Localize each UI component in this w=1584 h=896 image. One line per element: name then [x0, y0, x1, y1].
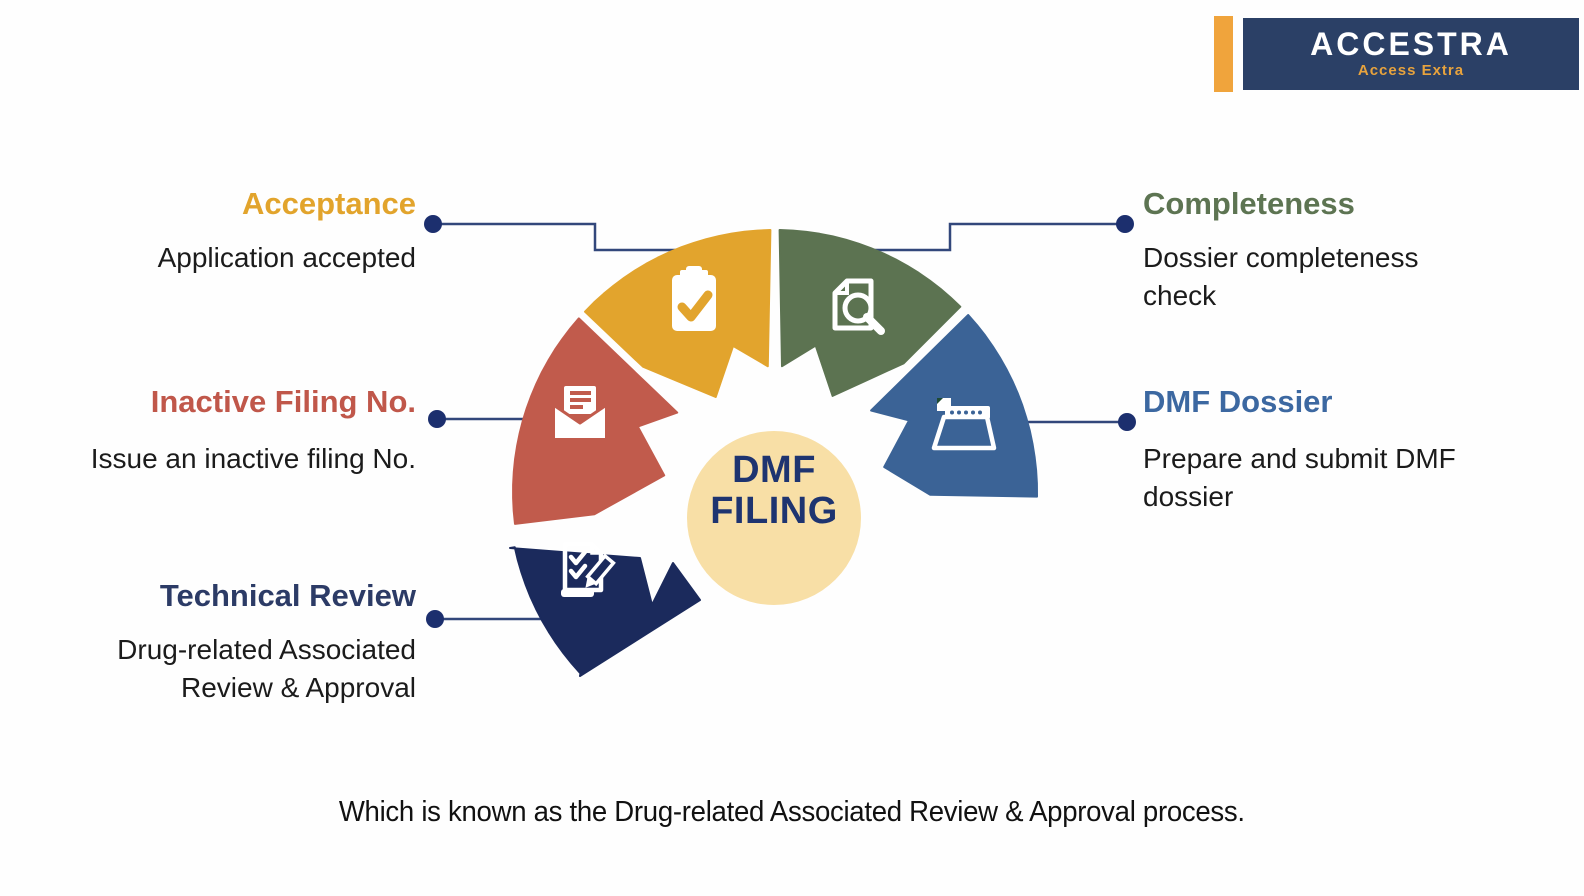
- technical-review-desc: Drug-related Associated Review & Approva…: [117, 634, 416, 703]
- connector-technical-review-dot: [426, 610, 444, 628]
- connector-acceptance: [433, 222, 690, 252]
- center-label: DMF FILING: [664, 450, 884, 532]
- logo-brand-text: ACCESTRA: [1310, 26, 1512, 62]
- segment-dmf-dossier: [870, 314, 1038, 498]
- completeness-title: Completeness: [1143, 186, 1355, 221]
- center-line1: DMF: [732, 449, 816, 491]
- envelope-letter-icon: [554, 386, 606, 438]
- acceptance-desc: Application accepted: [157, 242, 416, 273]
- technical-review-title: Technical Review: [159, 578, 416, 613]
- document-search-icon: [832, 278, 885, 335]
- dmf-dossier-title: DMF Dossier: [1143, 384, 1333, 419]
- segment-technical-review: [509, 546, 701, 677]
- acceptance-title: Acceptance: [241, 186, 416, 221]
- checklist-pen-icon: [561, 541, 616, 597]
- logo-tagline-text: Access Extra: [1357, 62, 1465, 79]
- dmf-dossier-desc: Prepare and submit DMF dossier: [1143, 443, 1456, 512]
- caption: Which is known as the Drug-related Assoc…: [0, 796, 1584, 829]
- connector-completeness: [862, 222, 1125, 252]
- accestra-logo: ACCESTRA Access Extra: [1243, 18, 1579, 90]
- connector-dmf-dossier-dot: [1118, 413, 1136, 431]
- clipboard-check-icon: [672, 266, 716, 331]
- open-folder-icon: [931, 398, 997, 451]
- connector-inactive-filing-no-dot: [428, 410, 446, 428]
- connector-completeness-dot: [1116, 215, 1134, 233]
- connector-acceptance-dot: [424, 215, 442, 233]
- inactive-filing-no-desc: Issue an inactive filing No.: [90, 443, 416, 474]
- completeness-desc: Dossier completeness check: [1143, 242, 1419, 311]
- caption-text: Which is known as the Drug-related Assoc…: [339, 796, 1245, 828]
- inactive-filing-no-title: Inactive Filing No.: [150, 384, 416, 419]
- center-circle: [687, 431, 861, 605]
- logo-accent-bar: [1214, 16, 1233, 92]
- center-line2: FILING: [710, 490, 838, 532]
